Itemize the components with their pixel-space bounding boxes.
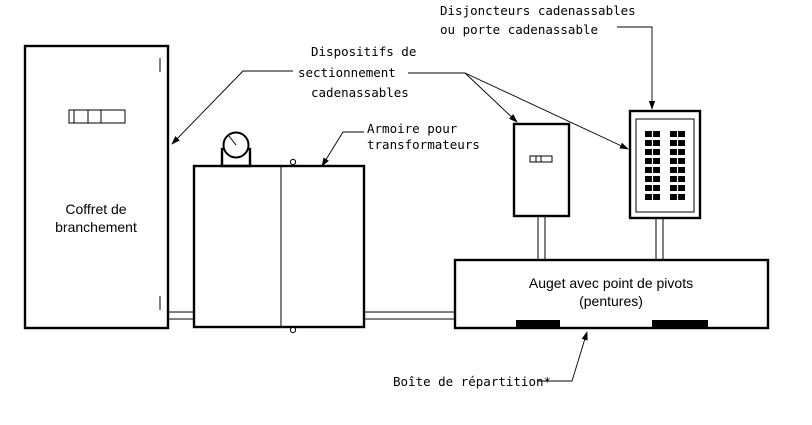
leader-to-breakers	[617, 26, 656, 110]
leader-to-service-box	[171, 70, 293, 145]
conduit-service-to-transformer	[168, 311, 194, 320]
disconnects-label-3: cadenassables	[311, 85, 409, 100]
breakers-label-1: Disjoncteurs cadenassables	[440, 3, 636, 18]
breaker-panel-nipple	[655, 218, 664, 260]
disconnects-callout: Dispositifs de sectionnement cadenassabl…	[171, 44, 629, 150]
lockable-disconnect	[512, 122, 571, 260]
service-entrance-box: Coffret de branchement	[23, 44, 170, 330]
lockable-breaker-panel	[628, 109, 702, 260]
breakers-label-2: ou porte cadenassable	[440, 22, 598, 37]
disconnects-label-2: sectionnement	[298, 65, 396, 80]
transformer-cabinet-outline	[192, 164, 366, 329]
transformer-cabinet	[192, 131, 366, 334]
transformer-label-1: Armoire pour	[367, 121, 458, 136]
meter-gauge	[220, 131, 252, 168]
disconnect-nipple	[537, 216, 546, 260]
trough-hinge-left	[516, 320, 560, 328]
disconnect-outline	[512, 122, 571, 218]
service-box-label-1: Coffret de	[65, 201, 126, 217]
wireway-trough: Auget avec point de pivots (pentures)	[453, 258, 770, 330]
junction-box-callout: Boîte de répartition*	[393, 331, 588, 389]
breaker-panel-outline	[628, 109, 702, 220]
trough-label-1: Auget avec point de pivots	[529, 275, 693, 291]
leader-to-transformer	[321, 131, 364, 167]
leader-to-breaker-panel	[464, 72, 629, 150]
conduit-transformer-to-trough	[364, 311, 455, 320]
trough-hinge-right	[652, 320, 708, 328]
disconnects-label-1: Dispositifs de	[311, 44, 416, 59]
leader-to-junction-box	[538, 331, 588, 382]
service-box-outline	[23, 44, 170, 330]
breaker-slots	[645, 131, 685, 200]
leader-to-disconnect	[408, 72, 518, 123]
transformer-callout: Armoire pour transformateurs	[321, 121, 480, 167]
transformer-hinge-top	[289, 158, 297, 166]
transformer-hinge-bottom	[289, 326, 297, 334]
service-box-label-2: branchement	[55, 219, 137, 235]
service-box-handle	[68, 109, 126, 124]
breaker-panel-inner	[635, 118, 695, 213]
transformer-label-2: transformateurs	[367, 137, 480, 152]
trough-outline	[453, 258, 770, 330]
junction-box-label: Boîte de répartition*	[393, 374, 551, 389]
disconnect-handle	[529, 155, 553, 163]
breakers-callout: Disjoncteurs cadenassables ou porte cade…	[440, 3, 656, 110]
trough-label-2: (pentures)	[579, 293, 643, 309]
